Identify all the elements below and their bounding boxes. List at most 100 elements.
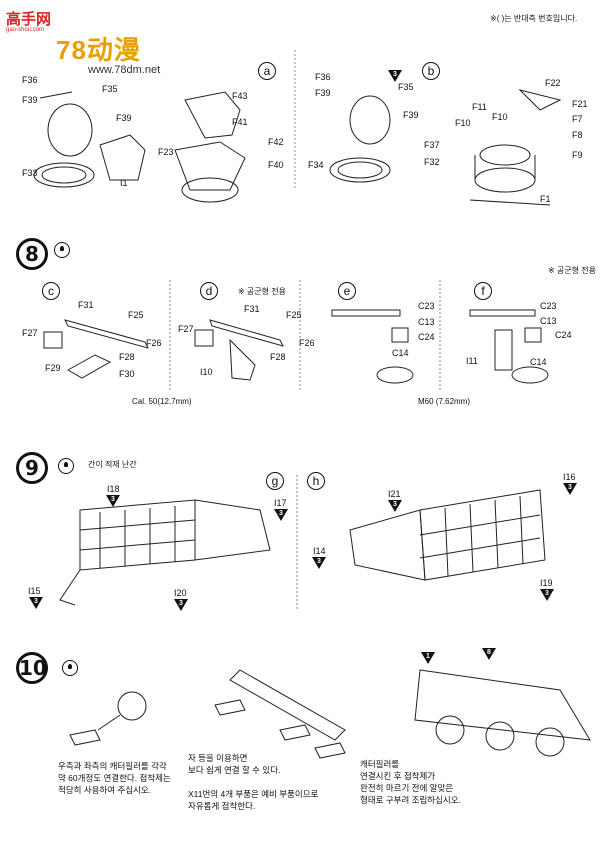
part-label: F22 (545, 78, 561, 88)
part-label: F8 (572, 130, 583, 140)
part-label: I19 (540, 578, 553, 588)
step9-drawings (59, 475, 546, 610)
part-label: I16 (563, 472, 576, 482)
part-label: F39 (315, 88, 331, 98)
part-label: F39 (22, 95, 38, 105)
step10-note-mid2: X11번의 4개 부품은 예비 부품이므로 자유롭게 접착한다. (188, 789, 319, 811)
part-label: F42 (268, 137, 284, 147)
part-label: F41 (232, 117, 248, 127)
part-label: C24 (418, 332, 435, 342)
step10-note-mid1: 자 등을 이용하면 보다 쉽게 연결 할 수 있다. (188, 753, 281, 775)
step10-drawings (69, 669, 591, 759)
part-count-badge: 1 (421, 652, 435, 664)
part-label: I21 (388, 489, 401, 499)
glue-icon (58, 458, 74, 474)
panel-c-label: c (42, 282, 60, 300)
watermark-sub-text: gao-shou.com (6, 27, 45, 33)
part-label: F32 (424, 157, 440, 167)
part-label: F36 (22, 75, 38, 85)
part-label: F43 (232, 91, 248, 101)
part-label: I20 (174, 588, 187, 598)
part-label: F40 (268, 160, 284, 170)
part-label: F39 (403, 110, 419, 120)
step-number-9: 9 (16, 452, 48, 484)
part-label: C23 (418, 301, 435, 311)
part-label: I17 (274, 498, 287, 508)
part-label: F10 (492, 112, 508, 122)
part-label: I15 (28, 586, 41, 596)
part-count-badge: 3 (29, 597, 43, 609)
part-label: F28 (119, 352, 135, 362)
part-label: F25 (286, 310, 302, 320)
part-count-badge: 3 (540, 589, 554, 601)
part-count-badge: 3 (388, 500, 402, 512)
part-label: F39 (116, 113, 132, 123)
part-label: F30 (119, 369, 135, 379)
glue-icon (62, 660, 78, 676)
part-count-badge: 3 (388, 70, 402, 82)
step-number-8: 8 (16, 238, 48, 270)
step8-drawings (43, 280, 549, 390)
panel-a-label: a (258, 62, 276, 80)
part-count-badge: 3 (563, 483, 577, 495)
glue-icon (54, 242, 70, 258)
part-label: F1 (540, 194, 551, 204)
part-label: F7 (572, 114, 583, 124)
step10-note-left: 우측과 좌측의 캐터필러를 각각 약 60개정도 연결한다. 접착제는 적당히 … (58, 761, 171, 795)
panel-b-label: b (422, 62, 440, 80)
part-label: C23 (540, 301, 557, 311)
part-label: F36 (315, 72, 331, 82)
part-label: C13 (418, 317, 435, 327)
part-count-badge: 3 (106, 495, 120, 507)
part-label: F21 (572, 99, 588, 109)
part-label: C14 (392, 348, 409, 358)
part-label: C13 (540, 316, 557, 326)
watermark-url: www.78dm.net (88, 64, 161, 76)
panel-g-label: g (266, 472, 284, 490)
part-label: C14 (530, 357, 547, 367)
part-label: F25 (128, 310, 144, 320)
part-label: F31 (78, 300, 94, 310)
header-note: ※( )는 반대측 번호입니다. (490, 14, 578, 23)
part-label: F26 (299, 338, 315, 348)
part-label: C24 (555, 330, 572, 340)
part-label: I18 (107, 484, 120, 494)
step8-note: ※ 공군형 전용 (238, 287, 286, 296)
part-count-badge: 3 (274, 509, 288, 521)
part-count-badge: 3 (174, 599, 188, 611)
part-label: F23 (158, 147, 174, 157)
part-label: F27 (22, 328, 38, 338)
part-count-badge: 3 (312, 557, 326, 569)
step9-title: 간이 적재 난간 (88, 460, 137, 469)
part-label: F31 (244, 304, 260, 314)
watermark-brand: 78动漫 (56, 35, 141, 65)
caption-cal50: Cal. 50(12.7mm) (132, 397, 192, 406)
part-label: I1 (120, 178, 128, 188)
part-label: F29 (45, 363, 61, 373)
part-label: F26 (146, 338, 162, 348)
part-label: F9 (572, 150, 583, 160)
caption-m60: M60 (7.62mm) (418, 397, 471, 406)
panel-f-label: f (474, 282, 492, 300)
part-label: F11 (472, 102, 487, 112)
part-label: F10 (455, 118, 471, 128)
part-count-badge: 8 (482, 648, 496, 660)
part-label: F27 (178, 324, 194, 334)
panel-d-label: d (200, 282, 218, 300)
part-label: F33 (22, 168, 38, 178)
step-number-10: 10 (16, 652, 48, 684)
panel-e-label: e (338, 282, 356, 300)
part-label: I11 (466, 356, 478, 366)
part-label: I14 (313, 546, 326, 556)
panel-h-label: h (307, 472, 325, 490)
part-label: I10 (200, 367, 213, 377)
part-label: F35 (398, 82, 414, 92)
step10-note-right: 캐터필러를 연결시킨 후 접착제가 완전히 마르기 전에 알맞은 형태로 구부려… (360, 759, 461, 805)
part-label: F28 (270, 352, 286, 362)
watermark-logo-text: 高手网 (6, 11, 52, 28)
part-label: F37 (424, 140, 440, 150)
step8-note: ※ 공군형 전용 (548, 266, 596, 275)
part-label: F34 (308, 160, 324, 170)
top-row-drawings (33, 50, 562, 206)
part-label: F35 (102, 84, 118, 94)
